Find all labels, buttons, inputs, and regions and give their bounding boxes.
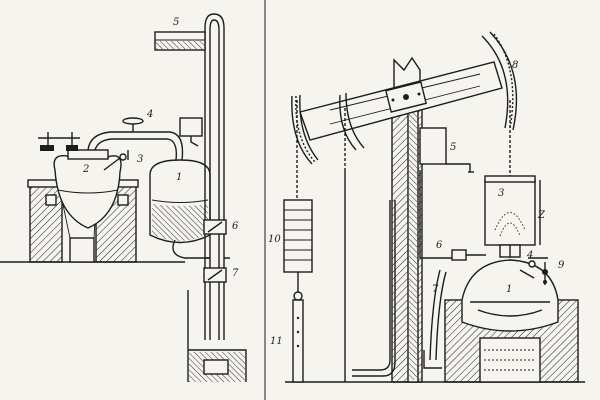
- engine-beam: [291, 31, 518, 165]
- right-label-pump-rod: 11: [270, 336, 283, 347]
- left-rising-main: [154, 13, 247, 382]
- right-label-pipe: 7: [432, 284, 439, 295]
- left-label-check-valve-lower: 7: [232, 268, 239, 279]
- left-steam-pipe: [87, 117, 184, 161]
- left-valve: [103, 150, 129, 171]
- cylinder: [484, 100, 541, 258]
- left-label-outlet: 5: [173, 17, 179, 28]
- right-label-valve: 4: [526, 250, 533, 261]
- right-figure: 1 Z 3 4 5 6 7 8 9 10 11: [268, 31, 585, 383]
- right-label-arch-head: 8: [512, 60, 518, 71]
- left-receiver: [149, 159, 211, 259]
- left-figure: 2 1 3 4 5 6 7: [0, 13, 247, 382]
- pump-side: [283, 100, 396, 383]
- left-label-valve: 3: [137, 154, 143, 165]
- left-label-boiler: 2: [82, 164, 89, 175]
- right-label-safety-valve: 9: [558, 260, 565, 271]
- left-label-check-valve-upper: 6: [232, 221, 239, 232]
- left-label-cock: 4: [146, 109, 153, 120]
- right-label-cylinder-marker: Z: [537, 210, 546, 221]
- left-boiler: [38, 132, 129, 229]
- right-label-boiler: 1: [506, 284, 512, 295]
- right-label-cylinder: 3: [498, 188, 504, 199]
- cistern: [419, 127, 474, 173]
- right-boiler: [444, 245, 579, 383]
- right-label-injection-cock: 6: [436, 240, 443, 251]
- left-label-receiver: 1: [176, 172, 182, 183]
- injection-pipework: [419, 170, 486, 369]
- right-label-cistern: 5: [450, 142, 456, 153]
- right-label-counterweight: 10: [268, 234, 281, 245]
